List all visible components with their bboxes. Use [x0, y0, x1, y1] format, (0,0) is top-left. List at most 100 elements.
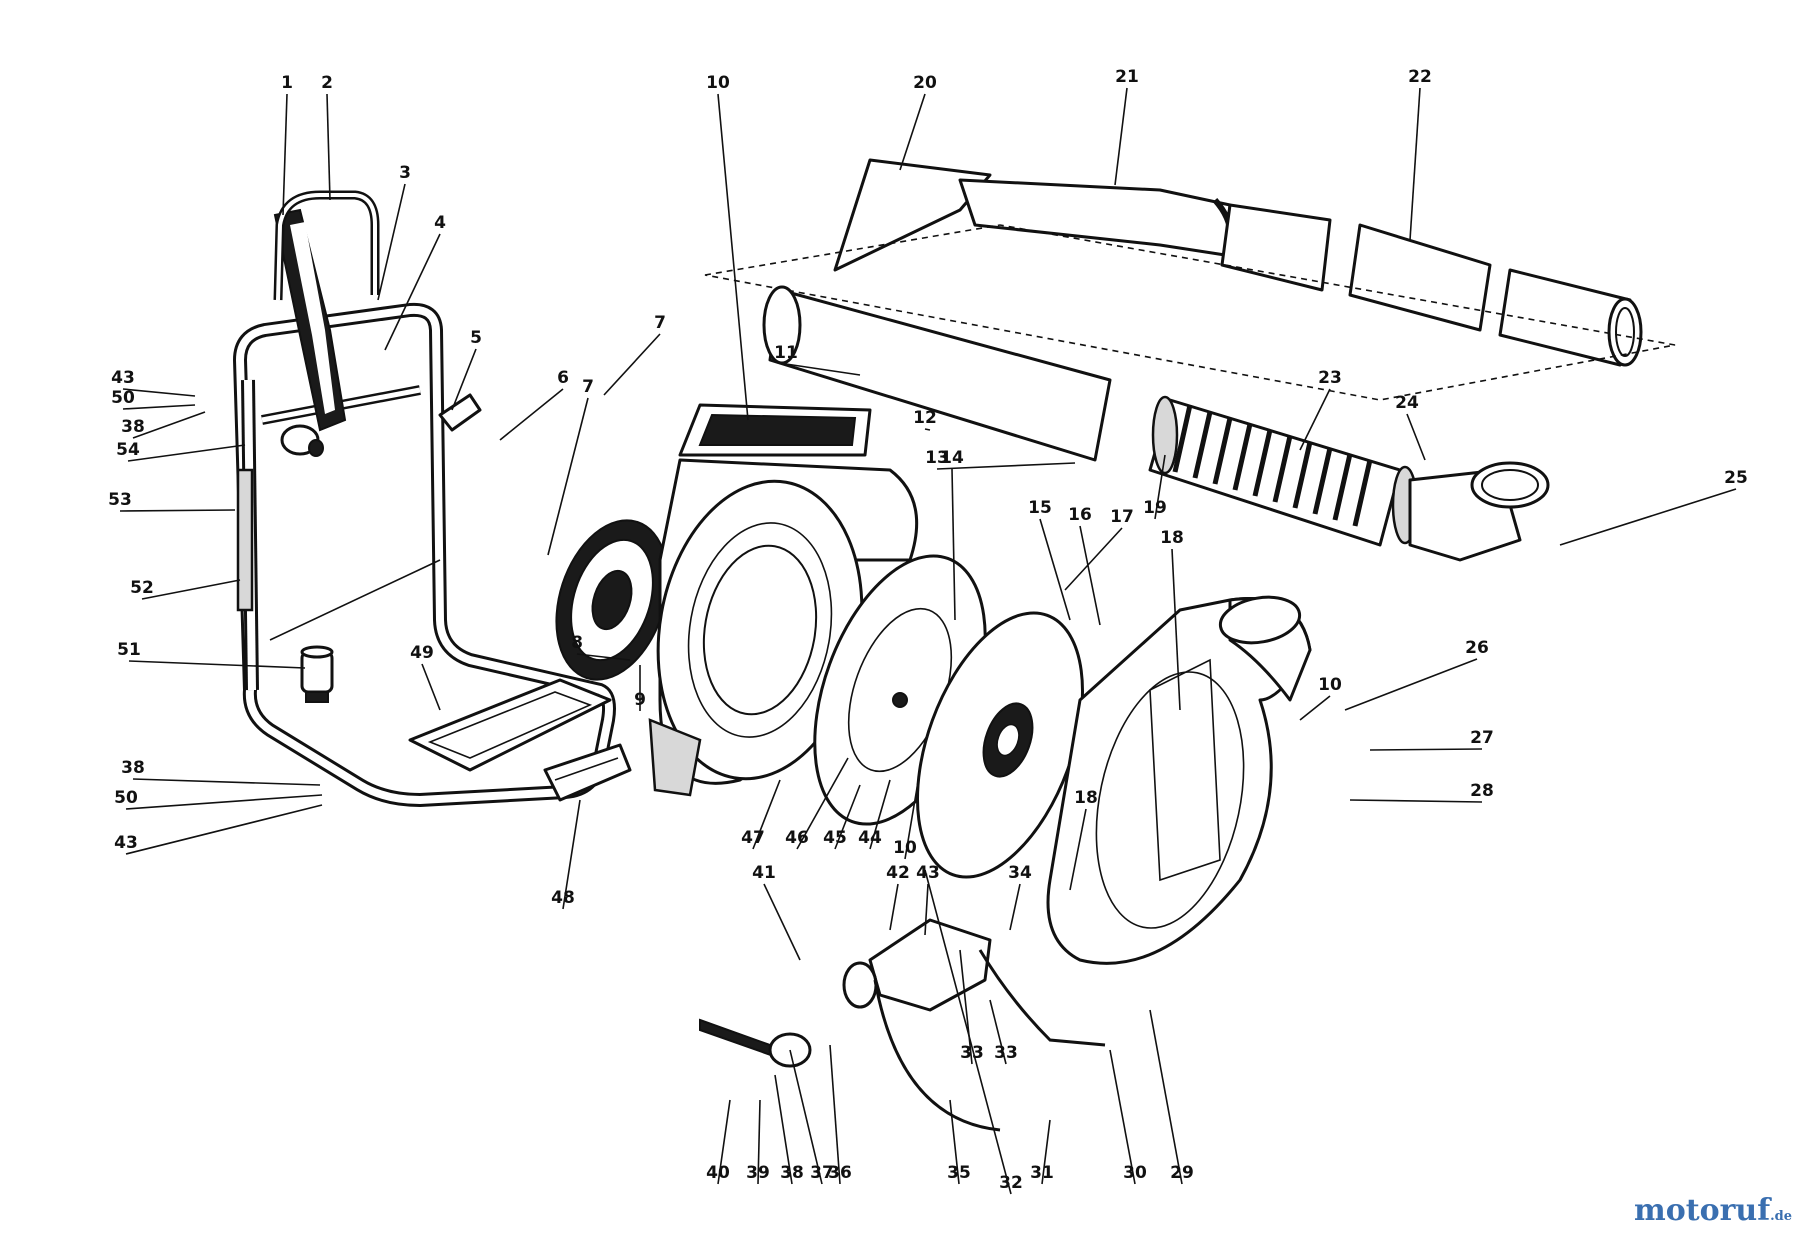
- watermark-logo: motoruf.de: [1634, 1193, 1792, 1228]
- callout-6: 6: [557, 368, 569, 388]
- callout-11: 11: [774, 343, 798, 363]
- leader-line-1: [282, 93, 288, 216]
- fan-impeller: [916, 611, 1084, 879]
- fuel-cap: [300, 645, 334, 703]
- callout-50: 50: [114, 788, 138, 808]
- callout-23: 23: [1318, 368, 1342, 388]
- callout-7: 7: [654, 313, 666, 333]
- leader-line-48: [562, 799, 581, 910]
- callout-7: 7: [582, 377, 594, 397]
- callout-33: 33: [994, 1043, 1018, 1063]
- leader-line-4: [384, 233, 441, 351]
- callout-40: 40: [706, 1163, 730, 1183]
- leader-line-25: [1559, 488, 1737, 546]
- callout-22: 22: [1408, 67, 1432, 87]
- nozzle: [833, 158, 992, 272]
- fan-housing: [648, 458, 919, 797]
- callout-17: 17: [1110, 507, 1134, 527]
- leader-line-12: [924, 428, 931, 431]
- leader-line-18: [1171, 548, 1181, 711]
- leader-line-29: [1149, 1009, 1183, 1185]
- callout-43: 43: [111, 368, 135, 388]
- callout-15: 15: [1028, 498, 1052, 518]
- leader-line-23: [1299, 388, 1331, 451]
- stop-switch-wire: [978, 949, 1106, 1047]
- leader-line-36: [829, 1044, 841, 1185]
- callout-38: 38: [121, 417, 145, 437]
- leader-line-14: [951, 468, 956, 621]
- throttle-cable: [873, 979, 1001, 1132]
- leader-line-11: [785, 363, 861, 376]
- mount-bracket: [543, 743, 632, 802]
- leader-line-6: [499, 388, 564, 441]
- lower-tube: [762, 285, 1112, 462]
- callout-10: 10: [1318, 675, 1342, 695]
- callout-10: 10: [706, 73, 730, 93]
- throttle-bracket: [842, 918, 992, 1012]
- callout-42: 42: [886, 863, 910, 883]
- leader-line-51: [128, 660, 306, 669]
- leader-line-8: [576, 653, 631, 661]
- leader-line-7: [603, 333, 661, 396]
- clip: [438, 393, 482, 432]
- leader-line-38: [132, 778, 321, 786]
- callout-36: 36: [828, 1163, 852, 1183]
- callout-46: 46: [785, 828, 809, 848]
- leader-line-47: [752, 779, 781, 850]
- throttle-lever: [699, 1018, 812, 1068]
- elbow-connector: [1408, 461, 1550, 562]
- callout-37: 37: [810, 1163, 834, 1183]
- leader-line-17: [1064, 527, 1123, 591]
- leader-line-28: [1349, 799, 1483, 803]
- callout-4: 4: [434, 213, 446, 233]
- strap-roller: [280, 424, 324, 457]
- callout-2: 2: [321, 73, 333, 93]
- recoil-starter: [555, 519, 669, 681]
- leader-line-42: [889, 883, 899, 931]
- leader-line-54: [127, 444, 246, 462]
- leader-line-38: [132, 411, 206, 439]
- callout-31: 31: [1030, 1163, 1054, 1183]
- shoulder-strap: [273, 208, 347, 432]
- leader-line-39: [757, 1099, 761, 1185]
- callout-10: 10: [893, 838, 917, 858]
- callout-24: 24: [1395, 393, 1419, 413]
- callout-21: 21: [1115, 67, 1139, 87]
- leader-line-16: [1079, 525, 1101, 626]
- callout-30: 30: [1123, 1163, 1147, 1183]
- leader-line-53: [119, 509, 236, 512]
- leader-line-5: [451, 348, 477, 411]
- callout-8: 8: [571, 633, 583, 653]
- leader-line-21: [1114, 87, 1128, 186]
- leader-line-30: [1109, 1049, 1136, 1185]
- callout-48: 48: [551, 888, 575, 908]
- callout-27: 27: [1470, 728, 1494, 748]
- base-plate: [408, 678, 612, 772]
- callout-26: 26: [1465, 638, 1489, 658]
- leader-line-50: [122, 404, 196, 410]
- callout-3: 3: [399, 163, 411, 183]
- callout-44: 44: [858, 828, 882, 848]
- callout-43: 43: [916, 863, 940, 883]
- callout-47: 47: [741, 828, 765, 848]
- leader-line-46: [796, 757, 849, 850]
- callout-34: 34: [1008, 863, 1032, 883]
- leader-line-33: [989, 999, 1007, 1065]
- callout-33: 33: [960, 1043, 984, 1063]
- callout-39: 39: [746, 1163, 770, 1183]
- callout-1: 1: [281, 73, 293, 93]
- watermark-domain: .de: [1770, 1209, 1792, 1224]
- callout-29: 29: [1170, 1163, 1194, 1183]
- leader-line-34: [1009, 883, 1021, 931]
- leader-line-10: [717, 93, 749, 421]
- upper-tube: [958, 178, 1234, 260]
- callout-25: 25: [1724, 468, 1748, 488]
- leader-line-3: [377, 183, 406, 301]
- blower-housing: [1046, 595, 1312, 965]
- callout-16: 16: [1068, 505, 1092, 525]
- leader-line-20: [899, 93, 926, 171]
- leader-line-43: [122, 388, 196, 397]
- leader-line-24: [1406, 413, 1426, 461]
